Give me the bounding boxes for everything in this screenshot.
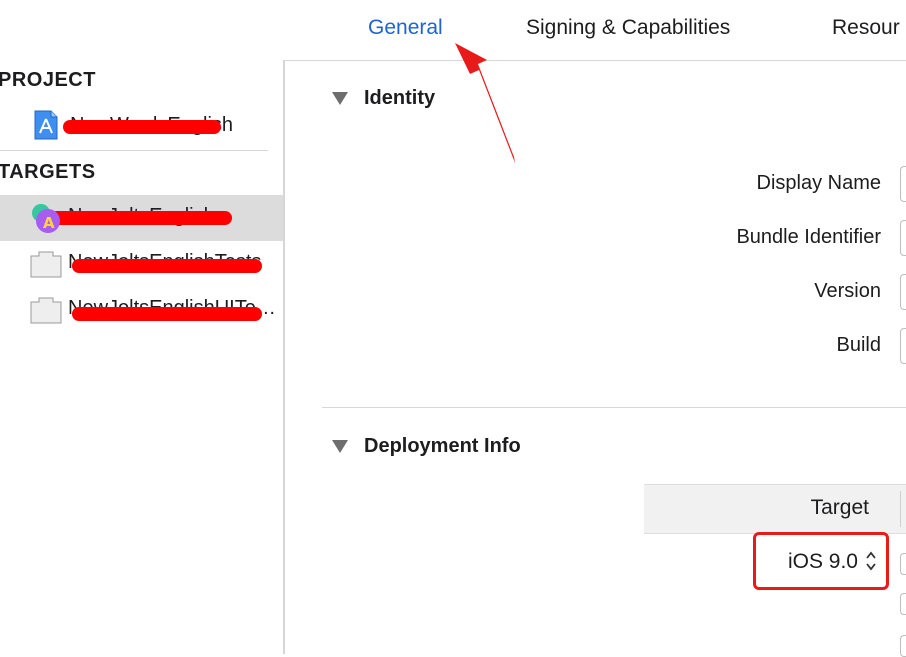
build-field[interactable]	[900, 328, 906, 364]
project-section-header: PROJECT	[0, 69, 96, 91]
tab-signing-capabilities[interactable]: Signing & Capabilities	[526, 16, 731, 39]
editor-tab-bar: General Signing & Capabilities Resour	[0, 0, 906, 61]
project-item[interactable]: NewWordsEnglish	[0, 104, 283, 150]
disclosure-triangle-icon[interactable]	[332, 440, 348, 453]
test-bundle-icon	[30, 251, 62, 278]
ios-version-value: iOS 9.0	[787, 550, 858, 573]
deployment-table-header: Target	[644, 484, 906, 534]
target-item-ui-tests[interactable]: NewJoltsEnglishUITests	[0, 287, 283, 333]
tab-general[interactable]: General	[368, 16, 443, 39]
up-down-chevron-icon	[866, 551, 876, 571]
bundle-identifier-label: Bundle Identifier	[736, 226, 881, 248]
app-project-icon	[34, 110, 58, 140]
device-checkbox[interactable]	[900, 553, 906, 575]
redaction-mark	[63, 120, 221, 134]
test-bundle-icon	[30, 297, 62, 324]
app-target-icon: A	[32, 204, 60, 233]
svg-text:A: A	[43, 214, 55, 232]
targets-section-header: TARGETS	[0, 161, 96, 183]
build-label: Build	[836, 334, 881, 356]
column-separator	[900, 491, 901, 527]
display-name-field[interactable]	[900, 166, 906, 202]
redaction-mark	[72, 259, 262, 273]
device-checkbox[interactable]	[900, 593, 906, 615]
redaction-mark	[72, 307, 262, 321]
display-name-label: Display Name	[756, 172, 881, 194]
identity-section-title: Identity	[364, 87, 436, 109]
project-navigator-sidebar: PROJECT NewWordsEnglish TARGETS NewJolts…	[0, 60, 285, 654]
sidebar-divider	[0, 150, 268, 151]
deployment-info-section-title: Deployment Info	[364, 435, 521, 457]
version-label: Version	[814, 280, 881, 302]
version-field[interactable]	[900, 274, 906, 310]
target-item-tests[interactable]: NewJoltsEnglishTests	[0, 241, 283, 287]
general-settings-editor: Identity Display Name Bundle Identifier …	[286, 60, 906, 657]
section-divider	[322, 407, 906, 408]
bundle-identifier-field[interactable]	[900, 220, 906, 256]
ios-deployment-target-select[interactable]: iOS 9.0	[753, 532, 889, 590]
redaction-mark	[50, 211, 232, 225]
target-column-header: Target	[810, 496, 869, 519]
disclosure-triangle-icon[interactable]	[332, 92, 348, 105]
tab-resources[interactable]: Resour	[832, 16, 900, 39]
